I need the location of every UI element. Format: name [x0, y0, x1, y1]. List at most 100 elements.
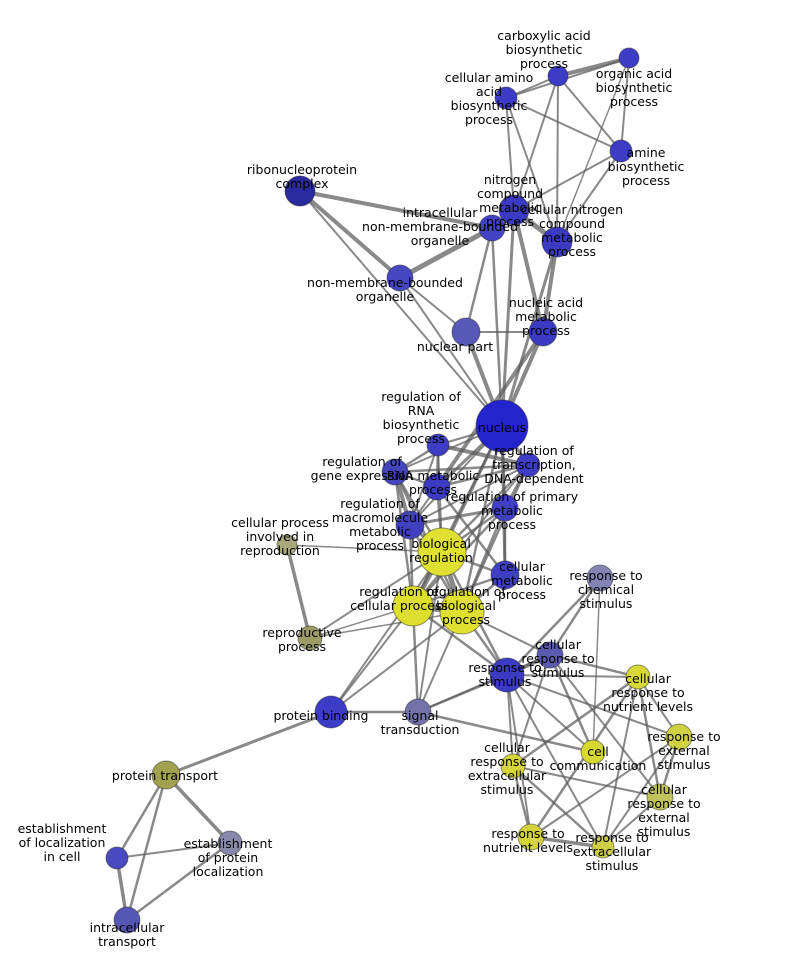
edge-amine_biosynthetic--cellular_nitrogen_compound: [556, 150, 622, 243]
node-cell_communication[interactable]: [580, 739, 606, 765]
edge-reg_biological_process--protein_binding: [330, 611, 463, 713]
node-cellular_response_nutrient[interactable]: [625, 664, 651, 690]
edge-response_stimulus--cell_communication: [506, 674, 594, 753]
node-reg_gene_expression[interactable]: [381, 458, 409, 486]
node-cellular_process_reproduction[interactable]: [276, 534, 298, 556]
node-reg_transcription[interactable]: [515, 452, 541, 478]
edge-response_stimulus--cellular_response_nutrient: [506, 674, 639, 678]
node-amine_biosynthetic[interactable]: [609, 139, 633, 163]
edges-layer: [115, 56, 681, 922]
edge-cellular_response_stimulus--cellular_response_nutrient: [548, 653, 640, 679]
node-nuclear_part[interactable]: [451, 317, 481, 347]
edge-reg_gene_expression--reg_cellular_process: [393, 470, 415, 608]
node-response_chemical[interactable]: [586, 564, 614, 592]
edge-organic_acid--amine_biosynthetic: [620, 57, 630, 152]
node-reg_primary_metabolic[interactable]: [491, 494, 519, 522]
node-reg_biological_process[interactable]: [439, 589, 485, 635]
edge-cellular_amino_acid--nitrogen_compound_metabolic: [505, 97, 515, 211]
edge-cellular_response_stimulus--cell_communication: [548, 653, 595, 754]
edge-establishment_protein_localization--intracellular_transport: [125, 841, 232, 922]
node-organic_acid[interactable]: [618, 47, 640, 69]
node-reproductive_process[interactable]: [297, 625, 323, 651]
edge-response_external--response_nutrient_levels: [530, 736, 680, 838]
edge-cellular_process_reproduction--reproductive_process: [285, 543, 312, 640]
node-establishment_protein_localization[interactable]: [217, 830, 243, 856]
edge-cellular_amino_acid--cellular_nitrogen_compound: [505, 97, 558, 243]
node-protein_binding[interactable]: [314, 695, 348, 729]
edge-reg_transcription--rna_metabolic: [435, 463, 530, 489]
node-rna_metabolic[interactable]: [423, 473, 451, 501]
node-cellular_amino_acid[interactable]: [494, 86, 518, 110]
edge-response_chemical--response_stimulus: [505, 576, 602, 677]
node-intracellular_transport[interactable]: [113, 906, 141, 934]
node-signal_transduction[interactable]: [404, 698, 432, 726]
node-cellular_response_external[interactable]: [646, 783, 674, 811]
edge-amine_biosynthetic--nitrogen_compound_metabolic: [513, 150, 622, 211]
edge-protein_binding--protein_transport: [164, 710, 333, 777]
node-response_external[interactable]: [665, 723, 693, 751]
edge-establishment_localization_cell--establishment_protein_localization: [116, 842, 231, 859]
node-establishment_localization_cell[interactable]: [105, 846, 129, 870]
nodes-layer: [105, 47, 693, 934]
edge-response_chemical--cellular_response_stimulus: [548, 576, 602, 657]
node-intracellular_nmb_organelle[interactable]: [478, 214, 506, 242]
node-nmb_organelle[interactable]: [386, 264, 414, 292]
edge-response_chemical--cell_communication: [592, 577, 601, 753]
node-cellular_response_extracellular[interactable]: [500, 753, 526, 779]
edge-cellular_response_stimulus--signal_transduction: [417, 654, 551, 713]
edge-reg_primary_metabolic--reg_macromolecule_metabolic: [408, 506, 507, 527]
edge-protein_transport--intracellular_transport: [125, 773, 168, 922]
edge-cell_communication--signal_transduction: [416, 710, 595, 754]
node-reg_rna_biosynthetic[interactable]: [426, 433, 450, 457]
edge-reg_biological_process--reproductive_process: [309, 611, 463, 639]
edge-reg_transcription--reg_gene_expression: [393, 463, 530, 474]
edge-ribonucleoprotein_complex--nucleus: [299, 190, 503, 427]
node-nucleic_acid_metabolic[interactable]: [528, 317, 558, 347]
node-reg_cellular_process[interactable]: [392, 585, 434, 627]
node-ribonucleoprotein_complex[interactable]: [284, 175, 316, 207]
edge-reg_rna_biosynthetic--reg_transcription: [436, 443, 530, 467]
edge-cellular_response_nutrient--cellular_response_external: [636, 675, 662, 799]
edge-protein_transport--establishment_protein_localization: [164, 773, 232, 845]
node-reg_macromolecule_metabolic[interactable]: [395, 510, 425, 540]
edge-intracellular_nmb_organelle--nmb_organelle: [397, 225, 495, 281]
edge-ribonucleoprotein_complex--intracellular_nmb_organelle: [298, 189, 494, 230]
edge-biological_regulation--signal_transduction: [417, 551, 443, 713]
node-nucleus[interactable]: [475, 399, 529, 453]
node-response_nutrient_levels[interactable]: [517, 823, 545, 851]
node-cellular_nitrogen_compound[interactable]: [541, 226, 573, 258]
edge-biological_regulation--reproductive_process: [309, 551, 443, 639]
node-response_extracellular[interactable]: [591, 835, 615, 859]
edge-nmb_organelle--nucleus: [399, 277, 503, 427]
edge-cellular_response_stimulus--cellular_response_extracellular: [512, 654, 551, 767]
edge-ribonucleoprotein_complex--nmb_organelle: [298, 189, 402, 280]
node-protein_transport[interactable]: [151, 760, 181, 790]
edge-organic_acid--cellular_nitrogen_compound: [556, 57, 630, 243]
edge-cellular_response_extracellular--cellular_response_external: [512, 765, 661, 798]
node-carboxylic_acid[interactable]: [547, 65, 569, 87]
edge-reg_transcription--reg_cellular_process: [412, 464, 529, 607]
edge-response_stimulus--response_extracellular: [506, 674, 604, 848]
edge-response_stimulus--response_external: [506, 674, 680, 738]
node-cellular_metabolic[interactable]: [490, 560, 520, 590]
edge-reg_transcription--reg_macromolecule_metabolic: [409, 464, 529, 526]
edge-cellular_amino_acid--amine_biosynthetic: [505, 97, 622, 152]
node-response_stimulus[interactable]: [489, 657, 525, 693]
edge-carboxylic_acid--cellular_nitrogen_compound: [556, 75, 559, 243]
node-biological_regulation[interactable]: [417, 527, 467, 577]
edge-biological_regulation--cellular_process_reproduction: [286, 544, 443, 553]
edge-nitrogen_compound_metabolic--nucleic_acid_metabolic: [512, 208, 545, 334]
node-cellular_response_stimulus[interactable]: [536, 641, 564, 669]
edge-carboxylic_acid--nitrogen_compound_metabolic: [513, 75, 559, 211]
node-nitrogen_compound_metabolic[interactable]: [498, 194, 530, 226]
edge-intracellular_nmb_organelle--nuclear_part: [464, 226, 494, 334]
